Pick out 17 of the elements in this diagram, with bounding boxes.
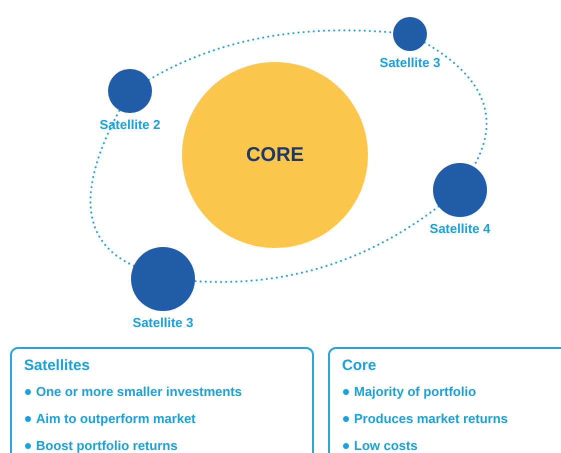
satellite-label: Satellite 4	[430, 221, 490, 236]
satellite-label: Satellite 3	[132, 315, 194, 330]
satellite-label: Satellite 2	[100, 117, 160, 132]
card-heading: Satellites	[24, 357, 90, 374]
bullet-item: One or more smaller investments	[36, 384, 242, 399]
bullet-item: Majority of portfolio	[354, 384, 476, 399]
orbit-line	[194, 205, 440, 283]
orbit-line	[90, 109, 135, 267]
card-heading: Core	[342, 357, 376, 374]
bullet-item: Produces market returns	[354, 411, 508, 426]
info-card	[10, 347, 314, 453]
bullet-item: Aim to outperform market	[36, 411, 196, 426]
bullet-item: Low costs	[354, 438, 418, 453]
bullet-item: Boost portfolio returns	[36, 438, 178, 453]
info-card	[328, 347, 561, 453]
core-label: CORE	[246, 144, 304, 166]
satellite-label: Satellite 3	[380, 55, 440, 70]
